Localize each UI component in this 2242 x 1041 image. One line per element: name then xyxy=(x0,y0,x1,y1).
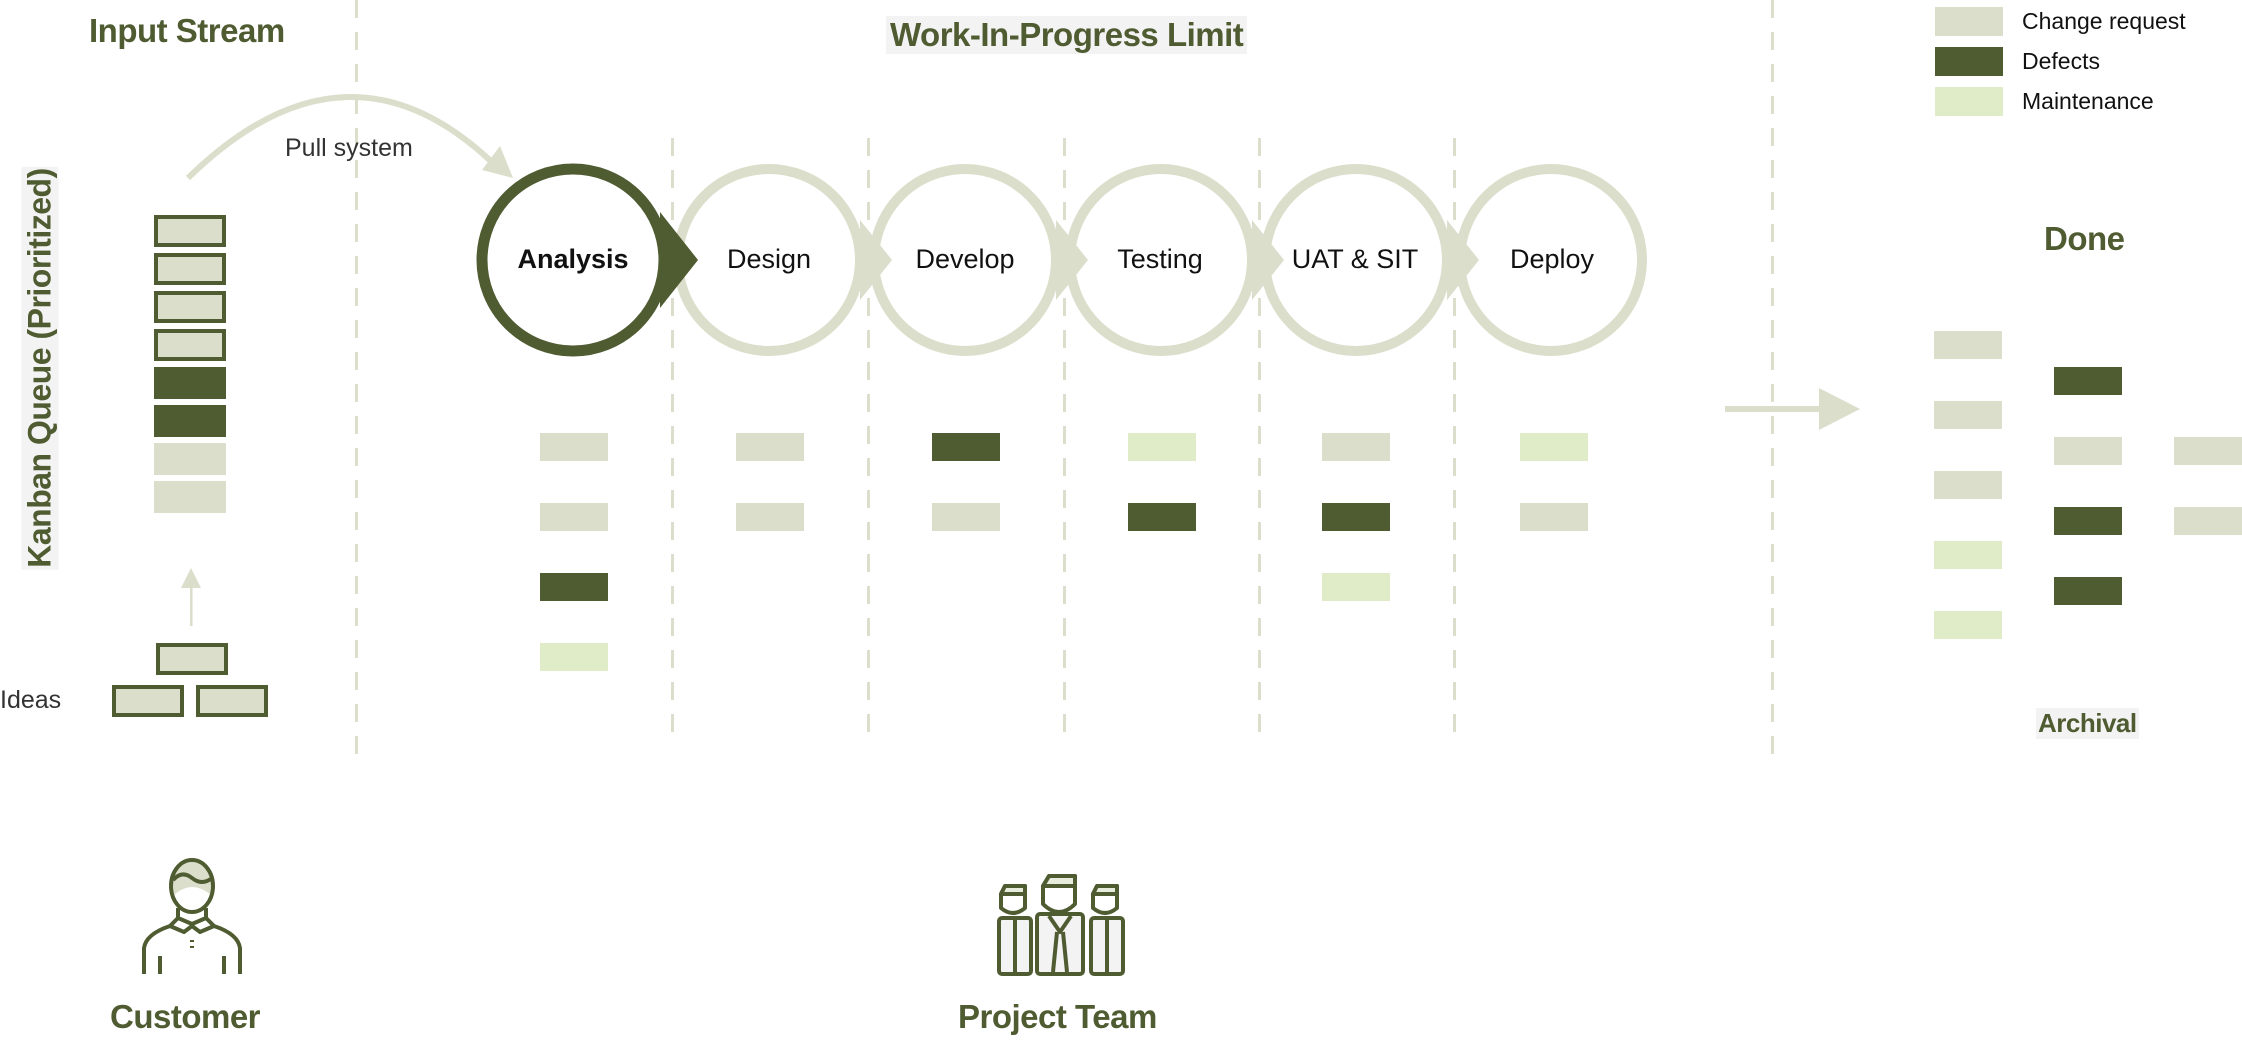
queue-item-defect[interactable] xyxy=(154,367,226,399)
card-change-request[interactable] xyxy=(540,503,608,531)
card-change-request[interactable] xyxy=(540,433,608,461)
stage-testing[interactable]: Testing xyxy=(1117,244,1203,274)
stage-flow xyxy=(476,163,1647,357)
stage-deploy[interactable]: Deploy xyxy=(1509,244,1595,274)
card-defect[interactable] xyxy=(1128,503,1196,531)
card-maintenance[interactable] xyxy=(1128,433,1196,461)
card-defect[interactable] xyxy=(1322,503,1390,531)
card-defect[interactable] xyxy=(2054,577,2122,605)
divider-develop-testing xyxy=(1063,138,1066,734)
customer-label: Customer xyxy=(110,998,261,1035)
project-team-icon xyxy=(997,874,1125,976)
pull-system-label: Pull system xyxy=(285,134,413,162)
legend-label: Maintenance xyxy=(2022,88,2154,114)
idea-item[interactable] xyxy=(112,685,184,717)
arrow-right-icon xyxy=(1725,388,1860,430)
card-defect[interactable] xyxy=(2054,367,2122,395)
stage-uat-sit[interactable]: UAT & SIT xyxy=(1291,244,1419,274)
card-change-request[interactable] xyxy=(1934,471,2002,499)
queue-item-change-request[interactable] xyxy=(154,215,226,247)
queue-item-change-request[interactable] xyxy=(154,481,226,513)
card-change-request[interactable] xyxy=(736,433,804,461)
card-change-request[interactable] xyxy=(1934,401,2002,429)
card-change-request[interactable] xyxy=(932,503,1000,531)
pull-system-arrow-icon xyxy=(185,94,513,181)
card-maintenance[interactable] xyxy=(1934,541,2002,569)
card-change-request[interactable] xyxy=(2054,437,2122,465)
queue-item-change-request[interactable] xyxy=(154,291,226,323)
card-change-request[interactable] xyxy=(1520,503,1588,531)
legend-item-maintenance: Maintenance xyxy=(1935,87,2154,116)
idea-item[interactable] xyxy=(196,685,268,717)
legend-swatch-defects xyxy=(1935,47,2003,76)
stage-design[interactable]: Design xyxy=(726,244,812,274)
card-change-request[interactable] xyxy=(2174,437,2242,465)
arrow-up-icon xyxy=(181,568,201,626)
archival-heading: Archival xyxy=(2036,708,2139,739)
legend-label: Defects xyxy=(2022,48,2100,74)
legend-item-defects: Defects xyxy=(1935,47,2100,76)
divider-uat-deploy xyxy=(1453,138,1456,734)
idea-item[interactable] xyxy=(156,643,228,675)
divider-testing-uat xyxy=(1258,138,1261,734)
input-stream-heading: Input Stream xyxy=(89,12,285,49)
divider-input-stream xyxy=(355,0,358,756)
card-maintenance[interactable] xyxy=(1520,433,1588,461)
customer-icon xyxy=(142,858,242,974)
card-change-request[interactable] xyxy=(1322,433,1390,461)
legend-label: Change request xyxy=(2022,8,2186,34)
queue-item-change-request[interactable] xyxy=(154,443,226,475)
legend-swatch-maintenance xyxy=(1935,87,2003,116)
card-maintenance[interactable] xyxy=(540,643,608,671)
ideas-label: Ideas xyxy=(0,686,62,714)
card-defect[interactable] xyxy=(540,573,608,601)
card-maintenance[interactable] xyxy=(1934,611,2002,639)
card-defect[interactable] xyxy=(2054,507,2122,535)
stage-develop[interactable]: Develop xyxy=(915,244,1015,274)
card-change-request[interactable] xyxy=(2174,507,2242,535)
queue-item-change-request[interactable] xyxy=(154,253,226,285)
divider-analysis-design xyxy=(671,138,674,734)
wip-limit-heading: Work-In-Progress Limit xyxy=(886,16,1248,54)
legend-swatch-change-request xyxy=(1935,7,2003,36)
project-team-label: Project Team xyxy=(958,998,1157,1035)
card-change-request[interactable] xyxy=(1934,331,2002,359)
stage-analysis[interactable]: Analysis xyxy=(517,244,629,274)
queue-item-defect[interactable] xyxy=(154,405,226,437)
card-maintenance[interactable] xyxy=(1322,573,1390,601)
divider-done xyxy=(1771,0,1774,756)
card-defect[interactable] xyxy=(932,433,1000,461)
done-heading: Done xyxy=(2044,220,2125,257)
divider-design-develop xyxy=(867,138,870,734)
card-change-request[interactable] xyxy=(736,503,804,531)
queue-item-change-request[interactable] xyxy=(154,329,226,361)
legend-item-change-request: Change request xyxy=(1935,7,2186,36)
